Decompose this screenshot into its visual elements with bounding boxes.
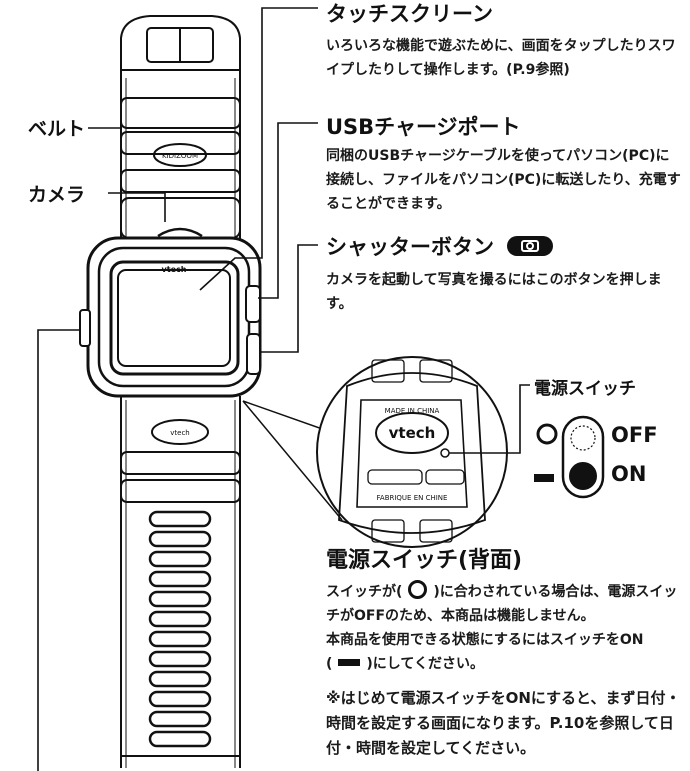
power-p2: 本商品を使用できる状態にするにはスイッチをON [326, 632, 644, 648]
off-label: OFF [611, 423, 658, 447]
power-p1-b: )に合わされている場合は、電源スイッチがOFFのため、本商品は機能しません。 [326, 584, 678, 624]
camera-icon [507, 236, 554, 256]
belt-label: ベルト [28, 118, 86, 140]
power-switch-title: 電源スイッチ(背面) [326, 548, 523, 573]
touch-screen-title: タッチスクリーン [326, 2, 493, 26]
power-switch-text: スイッチが()に合わされている場合は、電源スイッチがOFFのため、本商品は機能し… [326, 580, 684, 676]
off-circle-icon [408, 580, 428, 599]
shutter-button-text: カメラを起動して写真を撮るにはこのボタンを押します。 [326, 272, 662, 312]
touch-screen-text: いろいろな機能で遊ぶために、画面をタップしたりスワイプしたりして操作します。(P… [326, 38, 676, 78]
strap-brand: vtech [170, 429, 189, 437]
first-time-note: ※はじめて電源スイッチをONにすると、まず日付・時間を設定する画面になります。P… [326, 689, 681, 757]
back-fabrique: FABRIQUE EN CHINE [377, 494, 448, 502]
shutter-button-title: シャッターボタン [326, 231, 554, 261]
power-p3-b: )にしてください。 [366, 656, 484, 672]
power-p3-a: ( [326, 656, 333, 672]
shutter-button-title-text: シャッターボタン [326, 235, 494, 259]
back-made-in: MADE IN CHINA [385, 407, 440, 415]
power-p1-a: スイッチが( [326, 584, 403, 600]
strap-kidizoom: KIDIZOOM [162, 152, 198, 160]
camera-label: カメラ [28, 184, 86, 206]
usb-port-title: USBチャージポート [326, 115, 521, 139]
watch-brand: vtech [162, 265, 187, 274]
power-switch-callout-label: 電源スイッチ [534, 379, 636, 399]
on-label: ON [611, 462, 647, 486]
back-brand: vtech [389, 424, 436, 442]
on-bar-icon [338, 659, 361, 666]
usb-port-text: 同梱のUSBチャージケーブルを使ってパソコン(PC)に接続し、ファイルをパソコン… [326, 148, 681, 212]
